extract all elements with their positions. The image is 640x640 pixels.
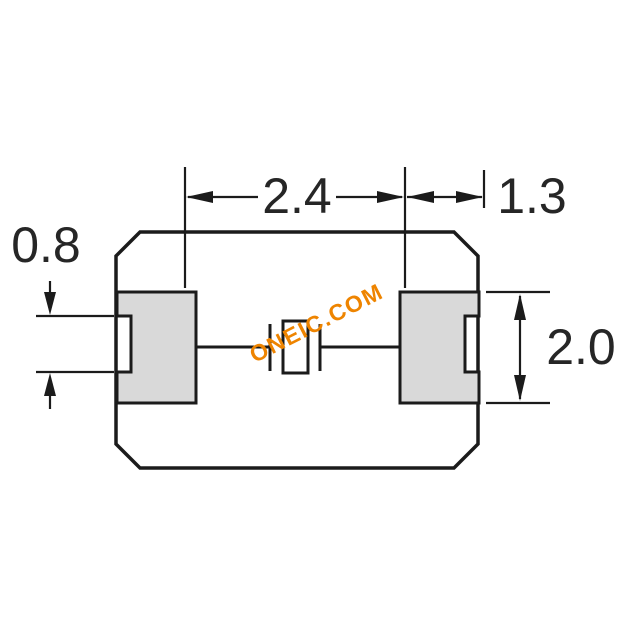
crystal-symbol: [197, 319, 401, 375]
dim-left-label: 0.8: [11, 217, 81, 273]
dim-right-label: 2.0: [546, 319, 616, 375]
dim-top-arrowhead-left: [186, 191, 213, 203]
dim-top-right-arrowhead-right: [456, 191, 483, 203]
dim-top-right-arrowhead-left: [407, 191, 434, 203]
dimension-left: 0.8: [11, 217, 114, 409]
dim-right-arrowhead-down: [514, 375, 526, 401]
dim-left-arrowhead-up: [44, 373, 56, 396]
dimension-right: 2.0: [486, 290, 616, 405]
dim-top-right-label: 1.3: [497, 168, 567, 224]
crystal-body: [281, 319, 310, 375]
right-pad: [398, 290, 481, 405]
dim-left-arrowhead-down: [44, 292, 56, 315]
watermark-text: ONEIC.COM: [245, 278, 387, 368]
package-outline: [114, 230, 480, 470]
dim-right-arrowhead-up: [514, 294, 526, 320]
left-pad: [115, 290, 198, 405]
dim-top-arrowhead-right: [377, 191, 404, 203]
dimension-top: 2.4 1.3: [183, 167, 567, 288]
dim-top-label: 2.4: [262, 168, 332, 224]
